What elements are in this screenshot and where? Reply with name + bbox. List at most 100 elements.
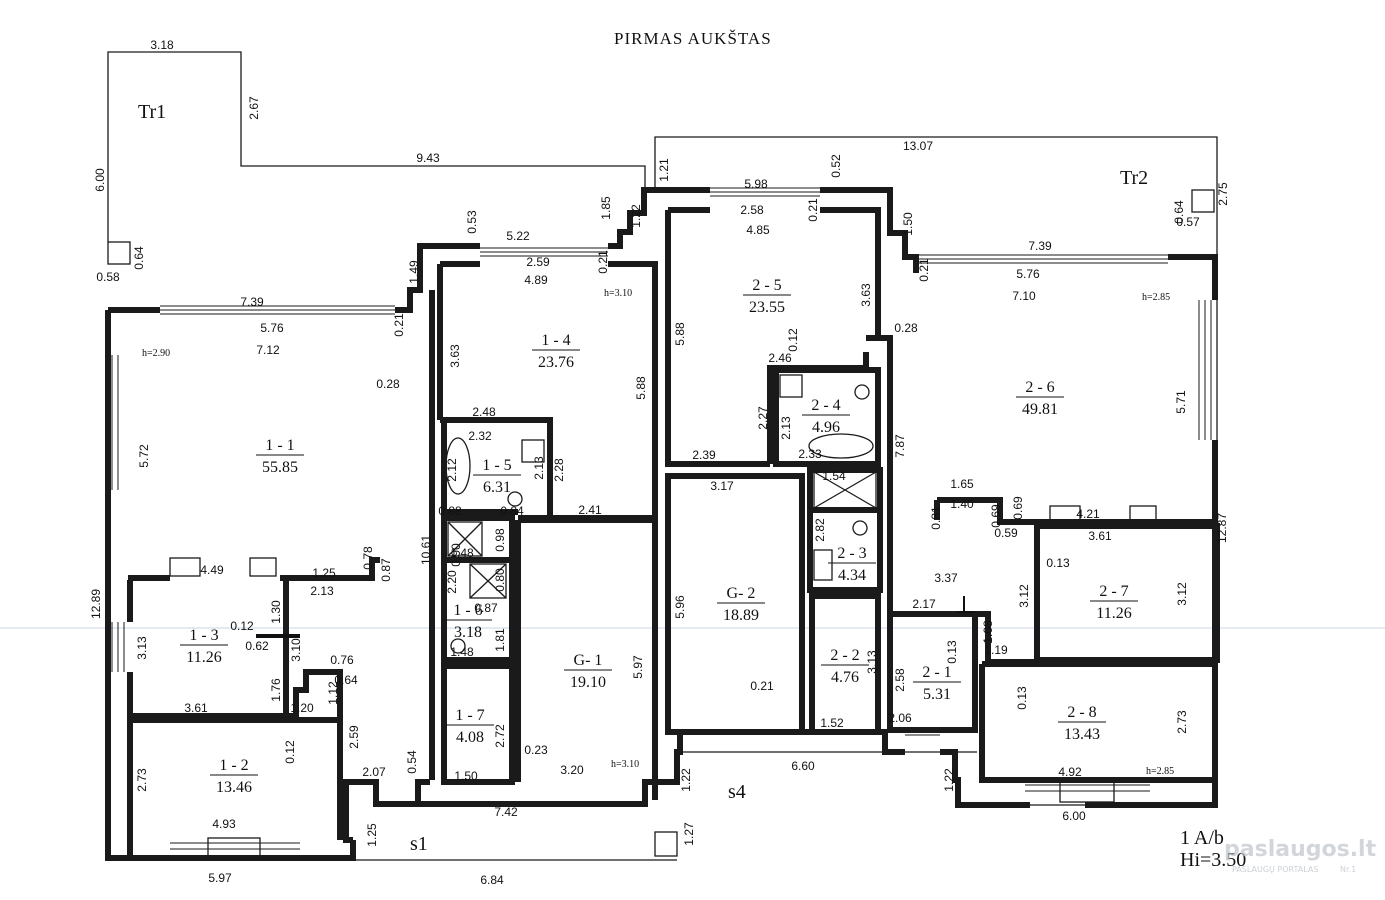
dimension-label: 1.12 (326, 681, 340, 705)
dimension-label: 2.67 (247, 96, 261, 120)
dimension-label: 1.48 (450, 645, 474, 659)
dimension-label: 1.19 (984, 643, 1008, 657)
dimension-label: 0.21 (750, 679, 774, 693)
shower-1-6b (469, 563, 507, 599)
sink-2-3 (813, 549, 833, 581)
dimension-label: 0.12 (283, 740, 297, 764)
dimension-label: 3.13 (135, 636, 149, 660)
dimension-label: 4.89 (524, 273, 548, 287)
room-2-4: 2 - 44.96 (802, 397, 850, 436)
dimension-label: 1.20 (290, 701, 314, 715)
dimension-label: 1.22 (629, 204, 643, 228)
dimension-label: 2.48 (472, 405, 496, 419)
dimension-label: 2.58 (740, 203, 764, 217)
room-code: 1 - 6 (453, 602, 482, 619)
room-area: 49.81 (1022, 401, 1058, 418)
room-1-6: 1 - 63.18 (444, 602, 492, 641)
bathtub-2-4 (808, 433, 874, 459)
dimension-label: 1.22 (942, 768, 956, 792)
room-2-8: 2 - 813.43 (1058, 704, 1106, 743)
room-code: 2 - 5 (752, 277, 781, 294)
dimension-label: 6.00 (1062, 809, 1086, 823)
dimension-label: 2.33 (798, 447, 822, 461)
room-code: 2 - 3 (837, 545, 866, 562)
dimension-label: 0.53 (465, 210, 479, 234)
dimension-label: 0.28 (376, 377, 400, 391)
dimension-label: 3.20 (560, 763, 584, 777)
room-1-4: 1 - 423.76 (532, 332, 580, 371)
room-1-5: 1 - 56.31 (473, 457, 521, 496)
exit-label-s1: s1 (410, 833, 428, 855)
room-code: G- 2 (727, 585, 756, 602)
room-code: 1 - 2 (219, 757, 248, 774)
room-labels: 1 - 155.851 - 213.461 - 311.261 - 423.76… (180, 277, 1138, 796)
kitchen-sink-2-6 (1049, 505, 1081, 523)
dimension-label: 0.64 (1172, 200, 1186, 224)
sink-2-4 (779, 374, 803, 398)
watermark-tagline: PASLAUGŲ PORTALAS (1232, 865, 1318, 874)
room-code: 1 - 1 (265, 437, 294, 454)
room-2-6: 2 - 649.81 (1016, 379, 1064, 418)
toilet-1-5 (507, 491, 523, 507)
dimension-label: 2.28 (552, 458, 566, 482)
dimension-label: 0.76 (330, 653, 354, 667)
room-area: 4.96 (812, 419, 840, 436)
dimension-label: 2.13 (310, 584, 334, 598)
room-1-2: 1 - 213.46 (210, 757, 258, 796)
dimension-label: 3.17 (710, 479, 734, 493)
stove-2-6 (1129, 505, 1157, 523)
dimension-label: 3.61 (184, 701, 208, 715)
dimension-label: 0.13 (1046, 556, 1070, 570)
dimension-label: 10.61 (419, 535, 433, 565)
dimension-label: 5.96 (673, 595, 687, 619)
room-area: 4.76 (831, 669, 859, 686)
plan-title: PIRMAS AUKŠTAS (614, 29, 772, 48)
dimension-label: 5.97 (631, 655, 645, 679)
dimension-label: 4.93 (212, 817, 236, 831)
dimension-label: 0.84 (500, 504, 524, 518)
dimension-label: 3.12 (1017, 584, 1031, 608)
room-2-7: 2 - 711.26 (1090, 583, 1138, 622)
dimension-label: 5.22 (506, 229, 530, 243)
dimension-label: 1.25 (365, 823, 379, 847)
dimension-label: 1.48 (450, 546, 474, 560)
dimension-label: 9.43 (416, 151, 440, 165)
dimension-label: 2.41 (578, 503, 602, 517)
dimension-label: 0.57 (1176, 215, 1200, 229)
dimension-label: 0.62 (245, 639, 269, 653)
stamp-line-1: 1 A/b (1180, 827, 1224, 849)
room-area: 13.43 (1064, 726, 1100, 743)
dimension-label: 0.13 (945, 640, 959, 664)
dimension-label: 0.64 (334, 673, 358, 687)
dimension-label: 2.58 (893, 668, 907, 692)
dimension-label: 13.07 (903, 139, 933, 153)
toilet-2-3 (852, 520, 868, 536)
dimension-label: 0.87 (379, 558, 393, 582)
kitchen-sink-1-1 (169, 557, 201, 577)
dimension-label: 2.73 (135, 768, 149, 792)
dimension-label: 2.46 (768, 351, 792, 365)
dimension-label: 0.87 (474, 601, 498, 615)
plan-labels: Tr1 Tr2 s1 s4 1 A/b Hi=3.50 paslaugos.lt… (138, 101, 1377, 874)
room-code: 1 - 4 (541, 332, 570, 349)
room-code: 2 - 7 (1099, 583, 1128, 600)
dimension-label: 0.21 (596, 250, 610, 274)
dimension-label: 2.39 (692, 448, 716, 462)
dimension-label: 1.65 (950, 477, 974, 491)
dimension-label: 3.61 (1088, 529, 1112, 543)
dimension-label: 0.59 (994, 526, 1018, 540)
room-area: 18.89 (723, 607, 759, 624)
room-G-2: G- 2 18.89 (717, 585, 765, 624)
dimension-label: 0.54 (405, 750, 419, 774)
dimension-label: 4.92 (1058, 765, 1082, 779)
dimension-label: 1.50 (454, 769, 478, 783)
dimension-label: 7.39 (240, 295, 264, 309)
exit-label-s4: s4 (728, 781, 746, 803)
dimension-label: 3.10 (289, 638, 303, 662)
dimension-label: 6.00 (93, 168, 107, 192)
dimension-label: 5.71 (1174, 390, 1188, 414)
dimension-label: 2.17 (912, 597, 936, 611)
dimension-label: 5.76 (260, 321, 284, 335)
column-tr1 (107, 241, 131, 265)
